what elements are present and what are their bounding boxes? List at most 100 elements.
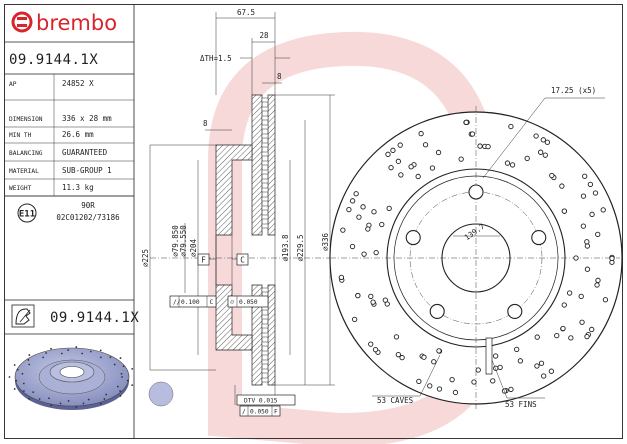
dim-dia-79-550: ∅79.550 bbox=[179, 225, 188, 257]
cross-drill-hole bbox=[360, 204, 366, 210]
cross-drill-hole bbox=[490, 378, 496, 384]
cross-drill-hole bbox=[340, 227, 346, 233]
disc-3d-hole bbox=[99, 402, 102, 405]
spec-value: 11.3 kg bbox=[62, 183, 94, 192]
disc-3d-hole bbox=[116, 385, 119, 388]
disc-3d-hole bbox=[81, 352, 84, 355]
cross-drill-hole bbox=[567, 290, 573, 296]
dim-dia-193-8: ∅193.8 bbox=[281, 234, 290, 262]
fins-label: 53 FINS bbox=[505, 400, 537, 409]
cross-drill-hole bbox=[356, 214, 362, 220]
disc-3d-hole bbox=[131, 368, 134, 370]
disc-3d-hole bbox=[99, 349, 102, 352]
cross-drill-hole bbox=[538, 360, 545, 366]
cross-drill-hole bbox=[504, 160, 511, 166]
tol-bottom-value: 0.050 bbox=[250, 409, 269, 416]
cross-section-view: 67.5 28 ΔTH=1.5 8 8 ∅225 ∅20 bbox=[141, 8, 335, 417]
cross-drill-hole bbox=[549, 172, 555, 179]
disc-3d-hole bbox=[67, 349, 70, 351]
dim-dia-336: ∅336 bbox=[321, 232, 330, 251]
cross-drill-hole bbox=[600, 207, 606, 213]
tolerance-runout: ⌭ 0.050 bbox=[227, 295, 269, 308]
disc-3d-hole bbox=[38, 398, 41, 400]
disc-3d-hole bbox=[28, 363, 31, 366]
spec-value: GUARANTEED bbox=[62, 148, 108, 157]
disc-3d-hole bbox=[21, 372, 24, 375]
cross-drill-hole bbox=[393, 334, 400, 340]
brembo-logo: brembo bbox=[11, 11, 117, 35]
cross-drill-hole bbox=[560, 325, 566, 332]
cross-drill-hole bbox=[418, 130, 424, 137]
tol-bottom-ref: F bbox=[274, 409, 278, 416]
cross-drill-hole bbox=[382, 297, 388, 303]
datum-f: F bbox=[201, 256, 206, 265]
cross-drill-hole bbox=[475, 367, 481, 373]
cross-drill-hole bbox=[338, 274, 345, 281]
disc-3d-hole bbox=[119, 357, 122, 359]
disc-3d-hole bbox=[75, 346, 78, 348]
cross-drill-hole bbox=[353, 191, 359, 197]
dim-dia-204: ∅204 bbox=[189, 238, 198, 257]
cross-drill-hole bbox=[436, 386, 443, 392]
cross-drill-hole bbox=[431, 359, 437, 365]
disc-3d-hole bbox=[27, 359, 30, 361]
cross-drill-hole bbox=[609, 255, 615, 262]
dim-vent-offset: 8 bbox=[277, 72, 282, 81]
disc-3d-hole bbox=[32, 391, 35, 394]
cross-drill-hole bbox=[561, 302, 567, 308]
cross-drill-hole bbox=[508, 123, 514, 130]
cross-drill-hole bbox=[372, 347, 379, 353]
dim-dia-79-850: ∅79.850 bbox=[171, 225, 180, 257]
cross-drill-hole bbox=[582, 173, 588, 179]
cross-drill-hole bbox=[415, 173, 421, 180]
cross-drill-hole bbox=[485, 144, 491, 150]
cross-drill-hole bbox=[373, 249, 379, 256]
cross-drill-hole bbox=[587, 181, 594, 188]
spec-label: BALANCING bbox=[9, 150, 43, 157]
datum-c: C bbox=[240, 256, 245, 265]
approval-mark: E11 bbox=[19, 210, 35, 220]
cross-drill-hole bbox=[368, 293, 374, 300]
disc-symbol-icon bbox=[11, 304, 35, 328]
tol-flatness-ref: C bbox=[210, 299, 214, 306]
cross-drill-hole bbox=[578, 293, 584, 300]
dim-th-change: ΔTH=1.5 bbox=[200, 54, 232, 63]
cross-drill-hole bbox=[584, 243, 591, 249]
cross-drill-hole bbox=[548, 368, 555, 374]
cross-drill-hole bbox=[589, 211, 595, 217]
cross-drill-hole bbox=[508, 386, 514, 393]
disc-3d-hole bbox=[103, 398, 106, 400]
cross-drill-hole bbox=[589, 326, 595, 333]
cross-drill-hole bbox=[584, 266, 591, 272]
cross-drill-hole bbox=[351, 316, 358, 323]
tol-runout-value: 0.050 bbox=[239, 299, 258, 306]
cross-drill-hole bbox=[429, 165, 436, 171]
cross-drill-hole bbox=[534, 363, 540, 369]
disc-3d-hole bbox=[48, 397, 50, 400]
spec-label: MIN TH bbox=[9, 132, 32, 139]
part-number: 09.9144.1X bbox=[9, 52, 98, 68]
tolerance-flatness: // 0.100 C bbox=[169, 295, 217, 308]
cross-drill-hole bbox=[517, 358, 524, 364]
bolt-hole bbox=[468, 184, 484, 200]
dim-dia-229-5: ∅229.5 bbox=[296, 234, 305, 261]
cross-drill-hole bbox=[594, 282, 600, 288]
cross-drill-hole bbox=[542, 152, 548, 158]
spec-value: 24852 X bbox=[62, 79, 94, 88]
cross-drill-hole bbox=[595, 231, 601, 238]
svg-text:/: / bbox=[242, 409, 246, 416]
svg-text://: // bbox=[173, 299, 181, 306]
cross-drill-hole bbox=[554, 332, 560, 339]
cross-drill-hole bbox=[427, 383, 433, 389]
cross-drill-hole bbox=[584, 333, 590, 340]
svg-text:⌭: ⌭ bbox=[230, 299, 235, 306]
disc-3d-hole bbox=[59, 402, 62, 405]
disc-3d-hole bbox=[13, 364, 16, 366]
cross-drill-hole bbox=[540, 137, 546, 143]
cross-drill-hole bbox=[534, 334, 540, 340]
bolt-hole bbox=[429, 303, 445, 319]
disc-3d-hole bbox=[50, 404, 52, 407]
bolt-hole bbox=[531, 230, 547, 246]
cross-drill-hole bbox=[398, 172, 404, 178]
